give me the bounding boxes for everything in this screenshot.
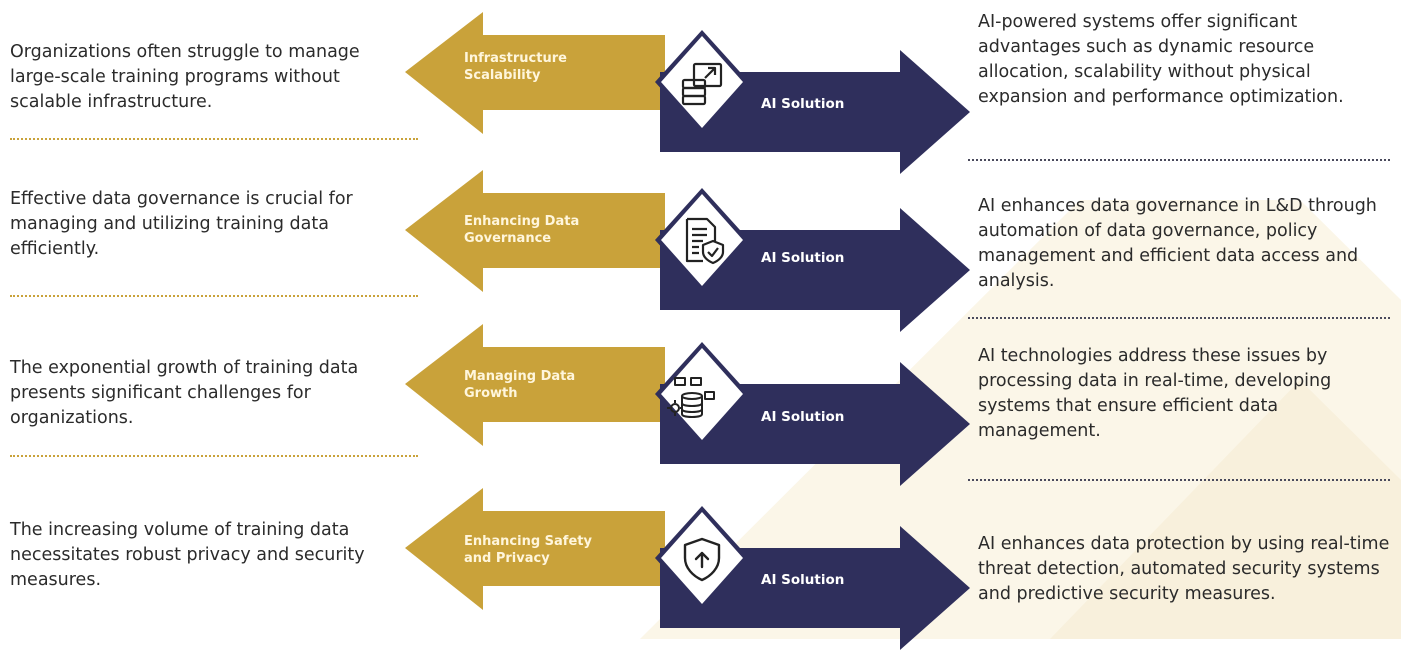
challenge-text-3: The exponential growth of training data …: [10, 358, 359, 428]
challenge-text-1: Organizations often struggle to manage l…: [10, 42, 360, 112]
background-shape: [640, 200, 1401, 639]
topic-label-1: Infrastructure Scalability: [464, 51, 567, 83]
challenge-arrow: [405, 488, 665, 610]
solution-text-4: AI enhances data protection by using rea…: [978, 534, 1390, 604]
divider: [10, 138, 418, 140]
challenge-text-2: Effective data governance is crucial for…: [10, 189, 353, 259]
topic-label-2: Enhancing Data Governance: [464, 214, 580, 246]
arrow-pair-1: [405, 12, 970, 174]
database-network-icon: [667, 377, 715, 418]
divider: [10, 455, 418, 457]
server-scale-icon: [681, 62, 723, 106]
ai-solution-label-2: AI Solution: [761, 250, 845, 266]
challenge-text-4: The increasing volume of training data n…: [10, 520, 365, 590]
document-shield-icon: [685, 217, 725, 265]
ai-solution-label-3: AI Solution: [761, 409, 845, 425]
divider: [968, 159, 1390, 161]
topic-label-3: Managing Data Growth: [464, 369, 576, 401]
solution-text-3: AI technologies address these issues by …: [978, 346, 1332, 441]
shield-upload-icon: [683, 537, 721, 582]
topic-label-4: Enhancing Safety and Privacy: [464, 534, 592, 566]
arrow-pair-2: [405, 170, 970, 332]
challenge-arrow: [405, 170, 665, 292]
solution-text-2: AI enhances data governance in L&D throu…: [978, 196, 1377, 291]
ai-solution-label-1: AI Solution: [761, 96, 845, 112]
divider: [10, 295, 418, 297]
arrow-pair-3: [405, 324, 970, 486]
divider: [968, 479, 1390, 481]
challenge-arrow: [405, 324, 665, 446]
ai-solution-label-4: AI Solution: [761, 572, 845, 588]
divider: [968, 317, 1390, 319]
solution-text-1: AI-powered systems offer significant adv…: [978, 12, 1344, 107]
challenge-arrow: [405, 12, 665, 134]
icon-diamond: [661, 36, 743, 128]
